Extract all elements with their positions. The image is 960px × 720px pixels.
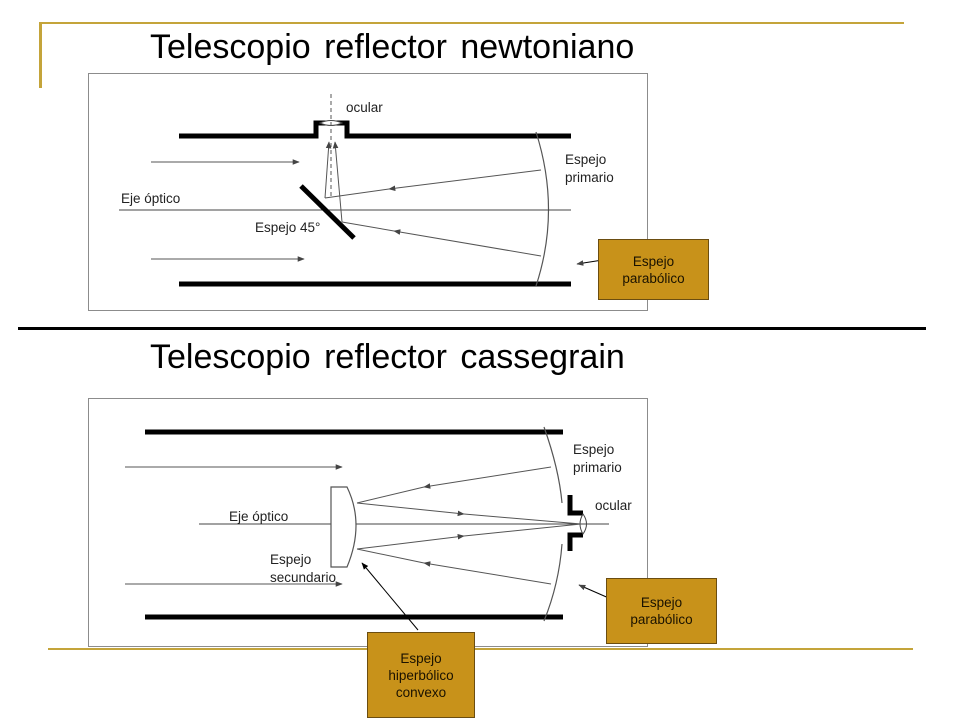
eyepiece-housing-top [567, 495, 583, 516]
top-horizontal-rule [39, 22, 904, 24]
ray-secondary-to-eyepiece-bottom [356, 533, 465, 550]
primary-mirror-lower [543, 543, 563, 622]
callout-leader-parabolico [578, 584, 612, 600]
cassegrain-drawing: Espejo primario ocular Eje óptico Espejo… [125, 426, 632, 622]
top-left-vertical-rule [39, 22, 42, 88]
ray-to-eyepiece-2 [332, 141, 343, 223]
callout-line-3: convexo [395, 684, 447, 700]
title-newtoniano: Telescopio reflector newtoniano [150, 28, 635, 66]
label-espejo-secundario-2: secundario [270, 570, 336, 585]
reflected-ray-top-cont [324, 188, 390, 199]
newtonian-diagram: ocular Espejo primario Eje óptico Espejo… [88, 73, 648, 311]
newtonian-drawing: ocular Espejo primario Eje óptico Espejo… [119, 94, 614, 287]
label-ocular: ocular [595, 498, 632, 513]
reflected-ray-bottom-cont [341, 221, 395, 232]
callout-espejo-parabolico-top: Espejo parabólico [598, 239, 709, 300]
ray-secondary-to-eyepiece-bottom-cont [463, 523, 582, 537]
callout-espejo-hiperbolico-convexo: Espejo hiperbólico convexo [367, 632, 475, 718]
callout-line-1: Espejo [632, 253, 675, 269]
reflected-ray-top [388, 169, 542, 191]
ray-primary-to-secondary-top [423, 466, 552, 489]
ray-secondary-to-eyepiece-top-cont [463, 513, 582, 525]
callout-line-2: hiperbólico [388, 667, 454, 683]
label-ocular: ocular [346, 100, 383, 115]
tube-top-wall [179, 120, 571, 139]
label-espejo-primario-2: primario [565, 170, 614, 185]
label-eje-optico: Eje óptico [121, 191, 180, 206]
callout-line-1: Espejo [640, 595, 683, 610]
reflected-ray-bottom [393, 229, 542, 257]
label-espejo-secundario-1: Espejo [270, 552, 311, 567]
ray-secondary-to-eyepiece-top [356, 502, 465, 517]
primary-mirror [535, 131, 550, 287]
title-cassegrain: Telescopio reflector cassegrain [150, 338, 625, 376]
eyepiece-housing-bottom [567, 532, 583, 551]
label-espejo-primario-2: primario [573, 460, 622, 475]
primary-mirror-upper [543, 426, 563, 504]
label-espejo-45: Espejo 45° [255, 220, 320, 235]
diagonal-mirror-45 [299, 184, 356, 240]
cassegrain-diagram: Espejo primario ocular Eje óptico Espejo… [88, 398, 648, 647]
callout-line-1: Espejo [400, 650, 442, 666]
section-divider [18, 327, 926, 330]
label-espejo-primario-1: Espejo [573, 442, 614, 457]
ray-primary-to-secondary-bottom [423, 561, 552, 585]
bottom-horizontal-rule [48, 648, 913, 650]
ray-to-eyepiece-1 [324, 141, 332, 199]
ray-primary-to-secondary-top-cont [356, 486, 425, 504]
callout-line-2: parabólico [630, 612, 693, 627]
ray-primary-to-secondary-bottom-cont [356, 548, 425, 564]
label-eje-optico: Eje óptico [229, 509, 288, 524]
callout-line-2: parabólico [622, 270, 685, 286]
label-espejo-primario-1: Espejo [565, 152, 606, 167]
secondary-mirror [330, 486, 357, 568]
callout-espejo-parabolico-bottom: Espejo parabólico [606, 578, 717, 644]
